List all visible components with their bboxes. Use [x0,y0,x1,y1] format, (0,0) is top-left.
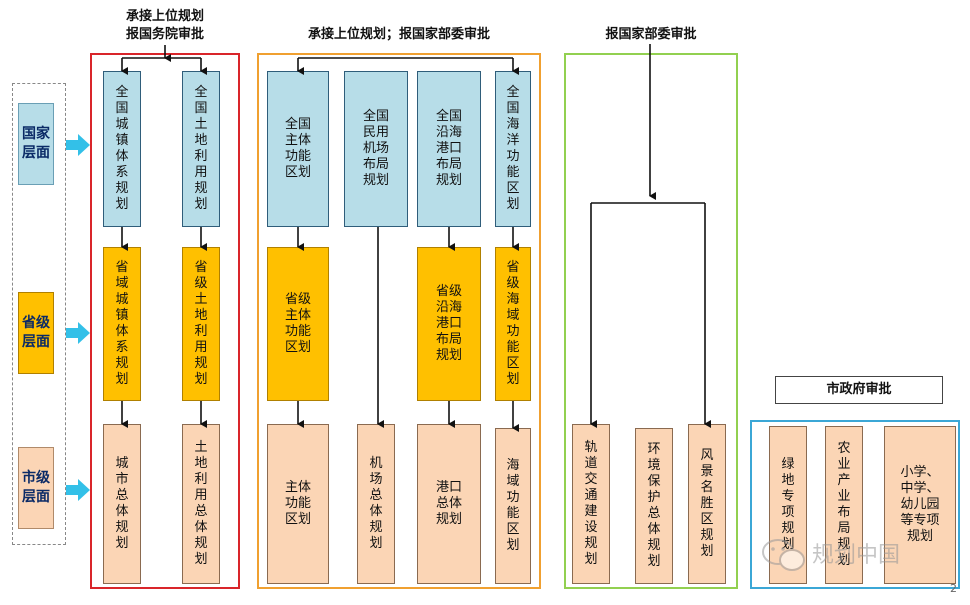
national-main-function-box: 全国 主体 功能 区划 [267,71,329,227]
municipal-agriculture-box: 农 业 产 业 布 局 规 划 [825,426,863,584]
national-marine-function-box: 全 国 海 洋 功 能 区 划 [495,71,531,227]
municipal-city-master-box: 城 市 总 体 规 划 [103,424,141,584]
ministry-frame [564,53,738,589]
municipal-marine-function-box: 海 域 功 能 区 划 [495,428,531,584]
municipal-scenic-area-box: 风 景 名 胜 区 规 划 [688,424,726,584]
national-urban-system-box: 全 国 城 镇 体 系 规 划 [103,71,141,227]
level-municipal-label: 市级 层面 [18,447,54,529]
provincial-marine-function-box: 省 级 海 域 功 能 区 划 [495,247,531,401]
municipal-rail-transit-box: 轨 道 交 通 建 设 规 划 [572,424,610,584]
level-national-label: 国家 层面 [18,103,54,185]
level-arrow-provincial-icon [66,322,90,344]
municipal-environment-box: 环 境 保 护 总 体 规 划 [635,428,673,584]
watermark-text: 规划中国 [812,543,901,568]
municipal-port-box: 港口 总体 规划 [417,424,481,584]
city-gov-frame [750,420,960,589]
municipal-main-function-box: 主体 功能 区划 [267,424,329,584]
provincial-land-use-box: 省 级 土 地 利 用 规 划 [182,247,220,401]
provincial-main-function-box: 省级 主体 功能 区划 [267,247,329,401]
provincial-urban-system-box: 省 域 城 镇 体 系 规 划 [103,247,141,401]
national-coastal-port-box: 全国 沿海 港口 布局 规划 [417,71,481,227]
level-provincial-label: 省级 层面 [18,292,54,374]
level-arrow-municipal-icon [66,479,90,501]
level-panel [12,83,66,545]
ministry-upper-frame [257,53,541,589]
ministry-title: 报国家部委审批 [605,27,697,42]
provincial-coastal-port-box: 省级 沿海 港口 布局 规划 [417,247,481,401]
national-airport-box: 全国 民用 机场 布局 规划 [344,71,408,227]
state-council-title: 承接上位规划 报国务院审批 [125,9,204,42]
city-gov-title: 市政府审批 [775,376,943,404]
level-arrow-national-icon [66,134,90,156]
wechat-logo-icon [762,539,805,571]
municipal-airport-box: 机 场 总 体 规 划 [357,424,395,584]
page-number: 2 [950,582,957,595]
ministry-upper-title: 承接上位规划；报国家部委审批 [307,27,490,42]
national-land-use-box: 全 国 土 地 利 用 规 划 [182,71,220,227]
municipal-schools-box: 小学、 中学、 幼儿园 等专项 规划 [884,426,956,584]
